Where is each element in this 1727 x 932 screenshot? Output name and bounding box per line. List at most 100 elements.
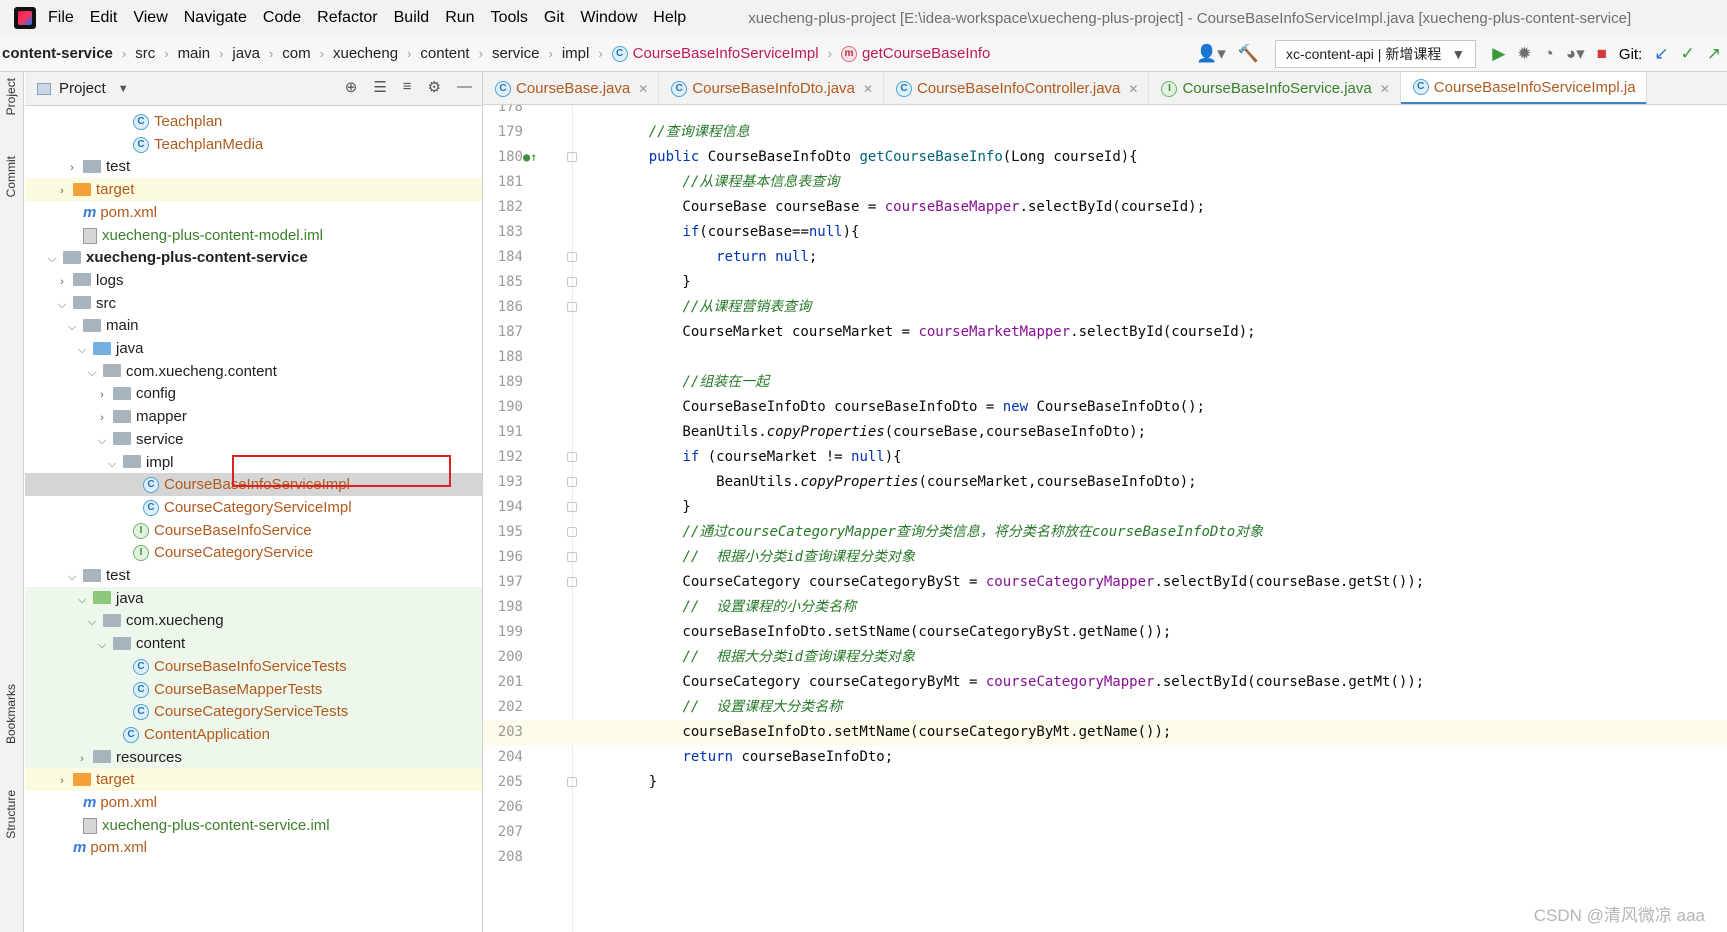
chevron-down-icon[interactable]: ⌵ (67, 571, 77, 583)
user-icon[interactable]: 👤▾ (1196, 44, 1226, 63)
tree-row[interactable]: ⌵java (25, 586, 482, 610)
chevron-right-icon[interactable]: › (60, 185, 64, 198)
chevron-down-icon[interactable]: ⌵ (97, 639, 107, 652)
close-icon[interactable]: ✕ (1379, 81, 1390, 96)
tree-row[interactable]: ⌵impl (25, 451, 482, 474)
git-push-icon[interactable]: ↗ (1706, 44, 1721, 63)
breadcrumb-item[interactable]: src (135, 45, 155, 62)
tree-row[interactable]: ›target (25, 768, 482, 792)
chevron-right-icon[interactable]: › (80, 752, 84, 765)
hide-icon[interactable]: — (457, 78, 472, 95)
profile-icon[interactable]: ◕▾ (1565, 44, 1585, 63)
fold-marker-icon[interactable] (567, 777, 577, 787)
tree-row[interactable]: ›logs (25, 269, 482, 292)
settings-gear-icon[interactable]: ⚙ (427, 79, 441, 96)
commit-tool-tab[interactable]: Commit (4, 156, 18, 198)
fold-marker-icon[interactable] (567, 277, 577, 287)
menu-navigate[interactable]: Navigate (183, 9, 247, 26)
coverage-icon[interactable]: ◔ (1543, 44, 1554, 63)
fold-marker-icon[interactable] (567, 252, 577, 262)
fold-marker-icon[interactable] (567, 527, 577, 537)
menu-run[interactable]: Run (445, 9, 475, 26)
tree-row[interactable]: ⌵content (25, 632, 482, 656)
chevron-down-icon[interactable]: ⌵ (87, 366, 97, 379)
project-panel-title[interactable]: Project (59, 80, 106, 97)
collapse-all-icon[interactable]: ≡ (402, 78, 412, 95)
breadcrumb-item[interactable]: xuecheng (333, 45, 398, 62)
breadcrumb-item[interactable]: java (232, 45, 260, 62)
chevron-right-icon[interactable]: › (60, 775, 64, 788)
chevron-down-icon[interactable]: ⌵ (77, 593, 87, 606)
fold-marker-icon[interactable] (567, 302, 577, 312)
breadcrumb-item[interactable]: content (420, 45, 469, 62)
breadcrumb-item[interactable]: content-service (2, 45, 113, 62)
menu-file[interactable]: File (48, 9, 74, 26)
tree-row[interactable]: ⌵test (25, 564, 482, 587)
fold-marker-icon[interactable] (567, 477, 577, 487)
tree-row[interactable]: ›test (25, 155, 482, 178)
breadcrumb-item[interactable]: impl (562, 45, 590, 62)
fold-marker-icon[interactable] (567, 552, 577, 562)
chevron-down-icon[interactable]: ⌵ (57, 298, 67, 311)
fold-marker-icon[interactable] (567, 577, 577, 587)
build-hammer-icon[interactable]: 🔨 (1237, 44, 1259, 63)
tree-row[interactable]: ›target (25, 178, 482, 202)
stop-icon[interactable]: ■ (1596, 44, 1607, 63)
close-icon[interactable]: ✕ (638, 81, 649, 96)
tree-row[interactable]: xuecheng-plus-content-model.iml (25, 224, 482, 247)
menu-code[interactable]: Code (262, 9, 302, 26)
tree-row[interactable]: ⌵service (25, 428, 482, 451)
menu-view[interactable]: View (133, 9, 168, 26)
chevron-right-icon[interactable]: › (100, 389, 104, 402)
tree-row[interactable]: ⌵java (25, 337, 482, 360)
git-update-icon[interactable]: ↙ (1654, 44, 1669, 63)
debug-icon[interactable]: ✹ (1517, 44, 1532, 63)
locate-icon[interactable]: ⊕ (344, 79, 358, 96)
chevron-down-icon[interactable]: ⌵ (47, 253, 57, 266)
menu-edit[interactable]: Edit (89, 9, 118, 26)
breadcrumb-item[interactable]: main (178, 45, 211, 62)
chevron-down-icon[interactable]: ⌵ (87, 616, 97, 629)
structure-tool-tab[interactable]: Structure (4, 790, 18, 839)
expand-all-icon[interactable]: ☰ (373, 79, 387, 96)
fold-marker-icon[interactable] (567, 452, 577, 462)
menu-build[interactable]: Build (393, 9, 430, 26)
menu-git[interactable]: Git (543, 9, 565, 26)
tree-row[interactable]: ⌵com.xuecheng (25, 609, 482, 633)
tree-row[interactable]: ⌵xuecheng-plus-content-service (25, 246, 482, 269)
run-icon[interactable]: ▶ (1492, 44, 1506, 63)
breadcrumb-item[interactable]: service (492, 45, 540, 62)
menu-help[interactable]: Help (653, 9, 687, 26)
fold-marker-icon[interactable] (567, 152, 577, 162)
tree-row[interactable]: ›config (25, 382, 482, 405)
close-icon[interactable]: ✕ (1128, 81, 1139, 96)
tree-row[interactable]: ›mapper (25, 405, 482, 428)
bookmarks-tool-tab[interactable]: Bookmarks (4, 684, 18, 745)
menu-refactor[interactable]: Refactor (317, 9, 378, 26)
chevron-down-icon[interactable]: ⌵ (97, 434, 107, 447)
fold-marker-icon[interactable] (567, 502, 577, 512)
chevron-right-icon[interactable]: › (70, 162, 74, 175)
chevron-down-icon[interactable]: ⌵ (77, 344, 87, 356)
chevron-down-icon[interactable]: ⌵ (67, 321, 77, 334)
chevron-right-icon[interactable]: › (100, 412, 104, 425)
menu-window[interactable]: Window (580, 9, 638, 26)
